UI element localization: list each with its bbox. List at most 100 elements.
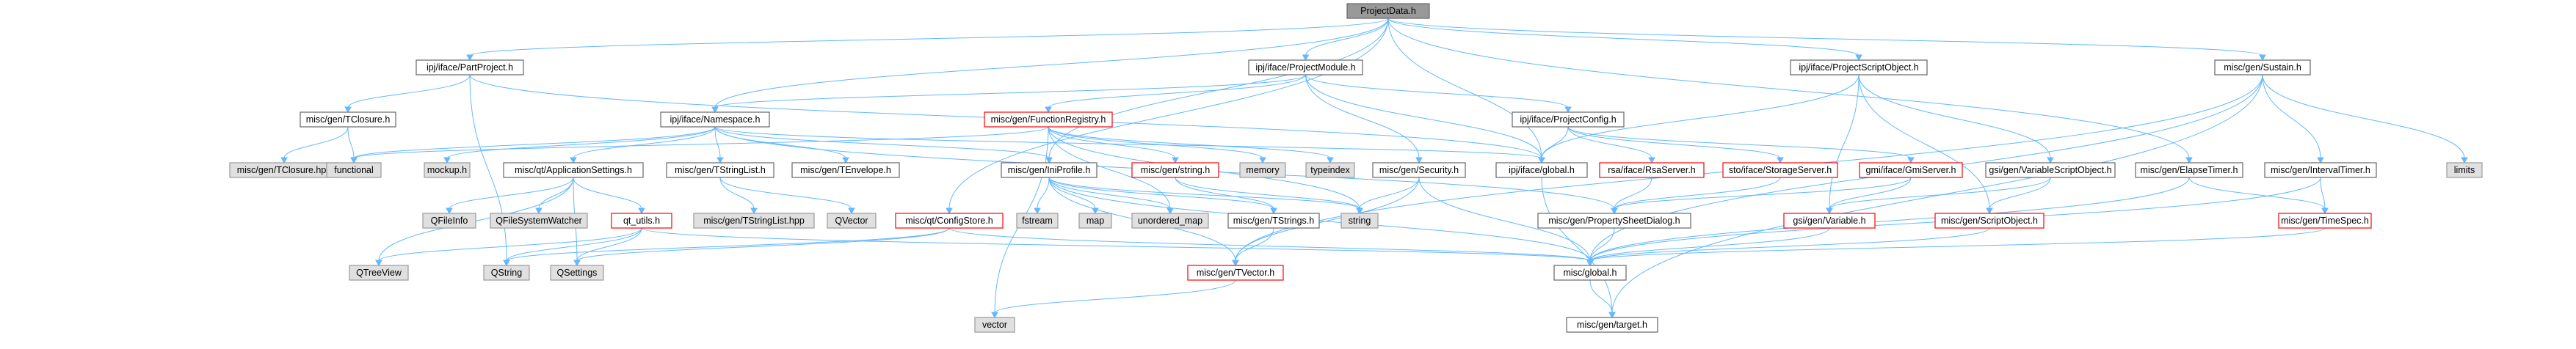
node-rsaserver[interactable]: rsa/iface/RsaServer.h xyxy=(1599,162,1705,178)
node-ipjglobal[interactable]: ipj/iface/global.h xyxy=(1495,162,1588,178)
node-box xyxy=(984,111,1113,128)
node-label: misc/qt/ConfigStore.h xyxy=(905,216,993,226)
edge-namespace-to-iniprofile xyxy=(714,126,1053,164)
node-varscriptobject[interactable]: gsi/gen/VariableScriptObject.h xyxy=(1985,162,2116,178)
edge-projectmodule-to-namespace xyxy=(711,74,1306,114)
edge-projectdata-to-projectscriptobject xyxy=(1387,18,1862,62)
node-miscglobal[interactable]: misc/global.h xyxy=(1553,265,1627,281)
edge-appsettings-to-qfileinfo xyxy=(446,177,574,215)
node-box xyxy=(791,162,900,178)
edge-configstore-to-qsettings xyxy=(573,227,950,267)
node-iniprofile[interactable]: misc/gen/IniProfile.h xyxy=(1001,162,1097,178)
node-label: misc/gen/TStrings.h xyxy=(1233,216,1315,226)
node-box xyxy=(1227,213,1320,229)
node-label: misc/gen/TimeSpec.h xyxy=(2281,216,2369,226)
node-tstringlist[interactable]: misc/gen/TStringList.h xyxy=(666,162,774,178)
node-label: misc/gen/ElapseTimer.h xyxy=(2141,165,2238,175)
edge-tstringlist-to-qvector xyxy=(719,177,855,215)
node-propsheetdialog[interactable]: misc/gen/PropertySheetDialog.h xyxy=(1537,213,1691,229)
edge-appsettings-to-qtutils xyxy=(573,177,645,215)
node-target[interactable]: misc/gen/target.h xyxy=(1566,317,1658,333)
node-label: misc/gen/Security.h xyxy=(1379,165,1459,175)
node-box xyxy=(1346,3,1430,19)
node-intervaltimer[interactable]: misc/gen/IntervalTimer.h xyxy=(2264,162,2377,178)
node-label: misc/gen/TStringList.h xyxy=(675,165,766,175)
node-box xyxy=(1340,213,1379,229)
node-sustain[interactable]: misc/gen/Sustain.h xyxy=(2214,59,2311,76)
node-tenvelope[interactable]: misc/gen/TEnvelope.h xyxy=(791,162,900,178)
node-label: ipj/iface/Namespace.h xyxy=(670,114,761,125)
node-label: misc/gen/IntervalTimer.h xyxy=(2271,165,2370,175)
edge-miscstring-to-string xyxy=(1175,177,1363,215)
edge-projectmodule-to-functionregistry xyxy=(1045,74,1306,114)
node-projectconfig[interactable]: ipj/iface/ProjectConfig.h xyxy=(1512,111,1625,128)
node-box xyxy=(300,111,396,128)
node-functionregistry[interactable]: misc/gen/FunctionRegistry.h xyxy=(984,111,1113,128)
node-box xyxy=(1372,162,1466,178)
node-configstore[interactable]: misc/qt/ConfigStore.h xyxy=(895,213,1004,229)
node-label: QFileSystemWatcher xyxy=(496,216,582,226)
node-limits: limits xyxy=(2446,162,2483,178)
node-label: gmi/iface/GmiServer.h xyxy=(1866,165,1956,175)
edge-functionregistry-to-functional xyxy=(350,126,1049,164)
node-scriptobject[interactable]: misc/gen/ScriptObject.h xyxy=(1934,213,2045,229)
node-projectscriptobject[interactable]: ipj/iface/ProjectScriptObject.h xyxy=(1790,59,1928,76)
node-timespec[interactable]: misc/gen/TimeSpec.h xyxy=(2278,213,2372,229)
node-tvector[interactable]: misc/gen/TVector.h xyxy=(1187,265,1284,281)
node-label: misc/gen/TEnvelope.h xyxy=(800,165,891,175)
node-label: misc/gen/TStringList.hpp xyxy=(703,216,805,226)
node-label: QVector xyxy=(835,216,868,226)
node-qtutils[interactable]: qt_utils.h xyxy=(611,213,672,229)
node-label: misc/global.h xyxy=(1564,268,1617,278)
edge-iniprofile-to-unorderedmap xyxy=(1048,177,1174,215)
node-box xyxy=(1078,213,1112,229)
edge-namespace-to-tstringlist xyxy=(714,126,724,164)
node-partproject[interactable]: ipj/iface/PartProject.h xyxy=(416,59,524,76)
edge-functionregistry-to-memory xyxy=(1048,126,1266,164)
node-label: QTreeView xyxy=(356,268,402,278)
node-storageserver[interactable]: sto/iface/StorageServer.h xyxy=(1722,162,1838,178)
node-projectmodule[interactable]: ipj/iface/ProjectModule.h xyxy=(1248,59,1363,76)
node-tstrings[interactable]: misc/gen/TStrings.h xyxy=(1227,213,1320,229)
node-qfswatcher: QFileSystemWatcher xyxy=(490,213,588,229)
node-gsivariable[interactable]: gsi/gen/Variable.h xyxy=(1783,213,1876,229)
edge-miscstring-to-tstrings xyxy=(1175,177,1277,215)
node-tclosurehpp: misc/gen/TClosure.hpp xyxy=(229,162,339,178)
node-gmiserver[interactable]: gmi/iface/GmiServer.h xyxy=(1859,162,1963,178)
edge-qtutils-to-qstring xyxy=(503,227,642,267)
node-label: rsa/iface/RsaServer.h xyxy=(1608,165,1696,175)
node-box xyxy=(1495,162,1588,178)
edge-projectdata-to-configstore xyxy=(946,18,1389,215)
edge-security-to-string xyxy=(1356,177,1420,215)
edge-projectconfig-to-storageserver xyxy=(1567,126,1784,164)
node-label: misc/gen/FunctionRegistry.h xyxy=(991,114,1106,125)
node-label: string xyxy=(1349,216,1371,226)
node-namespace[interactable]: ipj/iface/Namespace.h xyxy=(660,111,770,128)
node-box xyxy=(666,162,774,178)
edge-projectmodule-to-projectconfig xyxy=(1305,74,1572,114)
edge-projectdata-to-ipjglobal xyxy=(1387,18,1545,164)
node-tstringlisthpp: misc/gen/TStringList.hpp xyxy=(693,213,815,229)
node-security[interactable]: misc/gen/Security.h xyxy=(1372,162,1466,178)
node-label: memory xyxy=(1246,165,1280,175)
node-label: ipj/iface/global.h xyxy=(1509,165,1575,175)
node-elapsetimer[interactable]: misc/gen/ElapseTimer.h xyxy=(2135,162,2243,178)
node-box xyxy=(416,59,524,76)
node-appsettings[interactable]: misc/qt/ApplicationSettings.h xyxy=(503,162,644,178)
node-miscstring[interactable]: misc/gen/string.h xyxy=(1131,162,1219,178)
node-box xyxy=(1305,162,1355,178)
node-label: map xyxy=(1086,216,1104,226)
node-tclosure[interactable]: misc/gen/TClosure.h xyxy=(300,111,396,128)
node-box xyxy=(1934,213,2045,229)
node-label: sto/iface/StorageServer.h xyxy=(1729,165,1832,175)
node-qtreeview: QTreeView xyxy=(349,265,409,281)
node-label: ProjectData.h xyxy=(1360,6,1416,16)
node-projectdata[interactable]: ProjectData.h xyxy=(1346,3,1430,19)
node-label: typeindex xyxy=(1310,165,1350,175)
node-box xyxy=(1790,59,1928,76)
node-box xyxy=(1016,213,1059,229)
edge-projectconfig-to-gmiserver xyxy=(1567,126,1915,164)
node-box xyxy=(1722,162,1838,178)
node-box xyxy=(1599,162,1705,178)
node-box xyxy=(1985,162,2116,178)
